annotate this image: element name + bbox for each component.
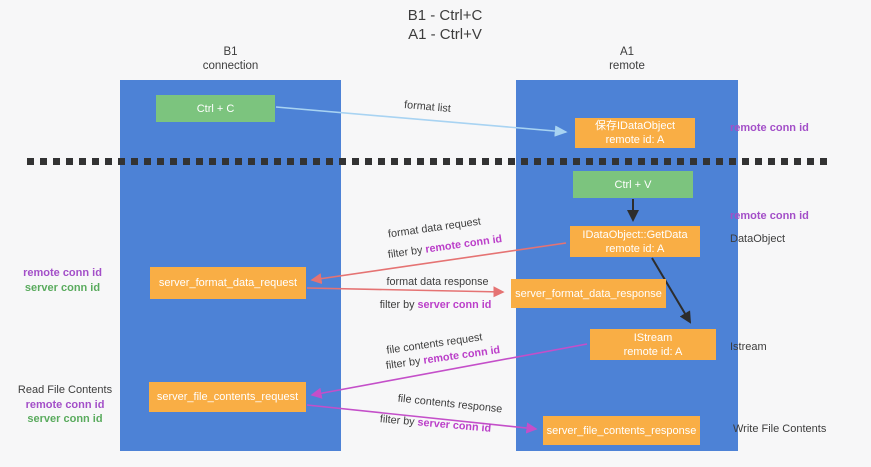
format-server-conn-id-label: server conn id	[24, 281, 101, 294]
dataobject-label: DataObject	[730, 233, 786, 245]
filter-by-text: filter by	[385, 354, 425, 372]
filter-by-text: filter by	[379, 299, 418, 311]
server-file-contents-request-label: server_file_contents_request	[156, 391, 299, 403]
phase-separator-dashed-line	[27, 158, 833, 165]
filter-by-text: filter by	[387, 243, 427, 261]
save-idataobject-node: 保存IDataObject remote id: A	[575, 118, 695, 148]
ctrl-v-node: Ctrl + V	[573, 171, 693, 198]
format-data-response-arrow-label: format data response	[386, 276, 489, 288]
istream-node: IStream remote id: A	[590, 329, 716, 360]
istream-line2: remote id: A	[623, 345, 683, 358]
diagram-title: B1 - Ctrl+C A1 - Ctrl+V	[300, 6, 590, 44]
right-column-name: A1	[619, 46, 635, 58]
left-column-subtitle: connection	[202, 59, 259, 72]
server-conn-id-highlight: server conn id	[417, 299, 492, 311]
format-list-arrow-label: format list	[403, 98, 452, 116]
file-contents-response-arrow-label: file contents response	[397, 392, 503, 416]
file-server-conn-id-label: server conn id	[27, 413, 103, 425]
file-contents-response-filter-label: filter by server conn id	[368, 412, 504, 436]
ctrl-v-label: Ctrl + V	[614, 178, 652, 191]
left-column-header: B1 connection	[120, 46, 341, 73]
server-format-data-request-label: server_format_data_request	[158, 277, 298, 289]
file-conn-id-block: Read File Contents remote conn id server…	[10, 383, 120, 427]
remote-conn-id-highlight: remote conn id	[424, 233, 503, 256]
remote-conn-id-label-top: remote conn id	[730, 122, 809, 134]
format-remote-conn-id-label: remote conn id	[23, 267, 102, 279]
title-line-2: A1 - Ctrl+V	[408, 26, 482, 43]
ctrl-c-label: Ctrl + C	[196, 102, 235, 115]
save-idataobject-line1: 保存IDataObject	[594, 120, 676, 132]
right-column-header: A1 remote	[516, 46, 738, 73]
idataobject-getdata-line1: IDataObject::GetData	[582, 228, 688, 241]
server-format-data-response-label: server_format_data_response	[515, 287, 662, 300]
left-column-name: B1	[223, 46, 238, 58]
filter-by-text: filter by	[379, 413, 419, 429]
ctrl-c-node: Ctrl + C	[156, 95, 275, 122]
server-file-contents-response-label: server_file_contents_response	[546, 424, 697, 437]
read-file-contents-label: Read File Contents	[17, 384, 113, 396]
server-file-contents-response-node: server_file_contents_response	[543, 416, 700, 445]
idataobject-getdata-node: IDataObject::GetData remote id: A	[570, 226, 700, 257]
write-file-contents-label: Write File Contents	[733, 423, 827, 435]
format-data-response-filter-label: filter by server conn id	[368, 299, 503, 311]
idataobject-getdata-line2: remote id: A	[605, 242, 665, 255]
server-file-contents-request-node: server_file_contents_request	[149, 382, 306, 412]
file-remote-conn-id-label: remote conn id	[25, 398, 105, 411]
server-format-data-response-node: server_format_data_response	[511, 279, 666, 308]
istream-line1: IStream	[633, 331, 673, 344]
remote-conn-id-label-mid: remote conn id	[730, 210, 809, 222]
server-format-data-request-node: server_format_data_request	[150, 267, 306, 299]
istream-side-label: Istream	[730, 341, 767, 353]
right-column-subtitle: remote	[609, 59, 645, 72]
format-conn-id-block: remote conn id server conn id	[15, 266, 110, 295]
title-line-1: B1 - Ctrl+C	[407, 7, 483, 24]
server-conn-id-highlight: server conn id	[417, 416, 492, 435]
save-idataobject-line2: remote id: A	[605, 134, 665, 146]
